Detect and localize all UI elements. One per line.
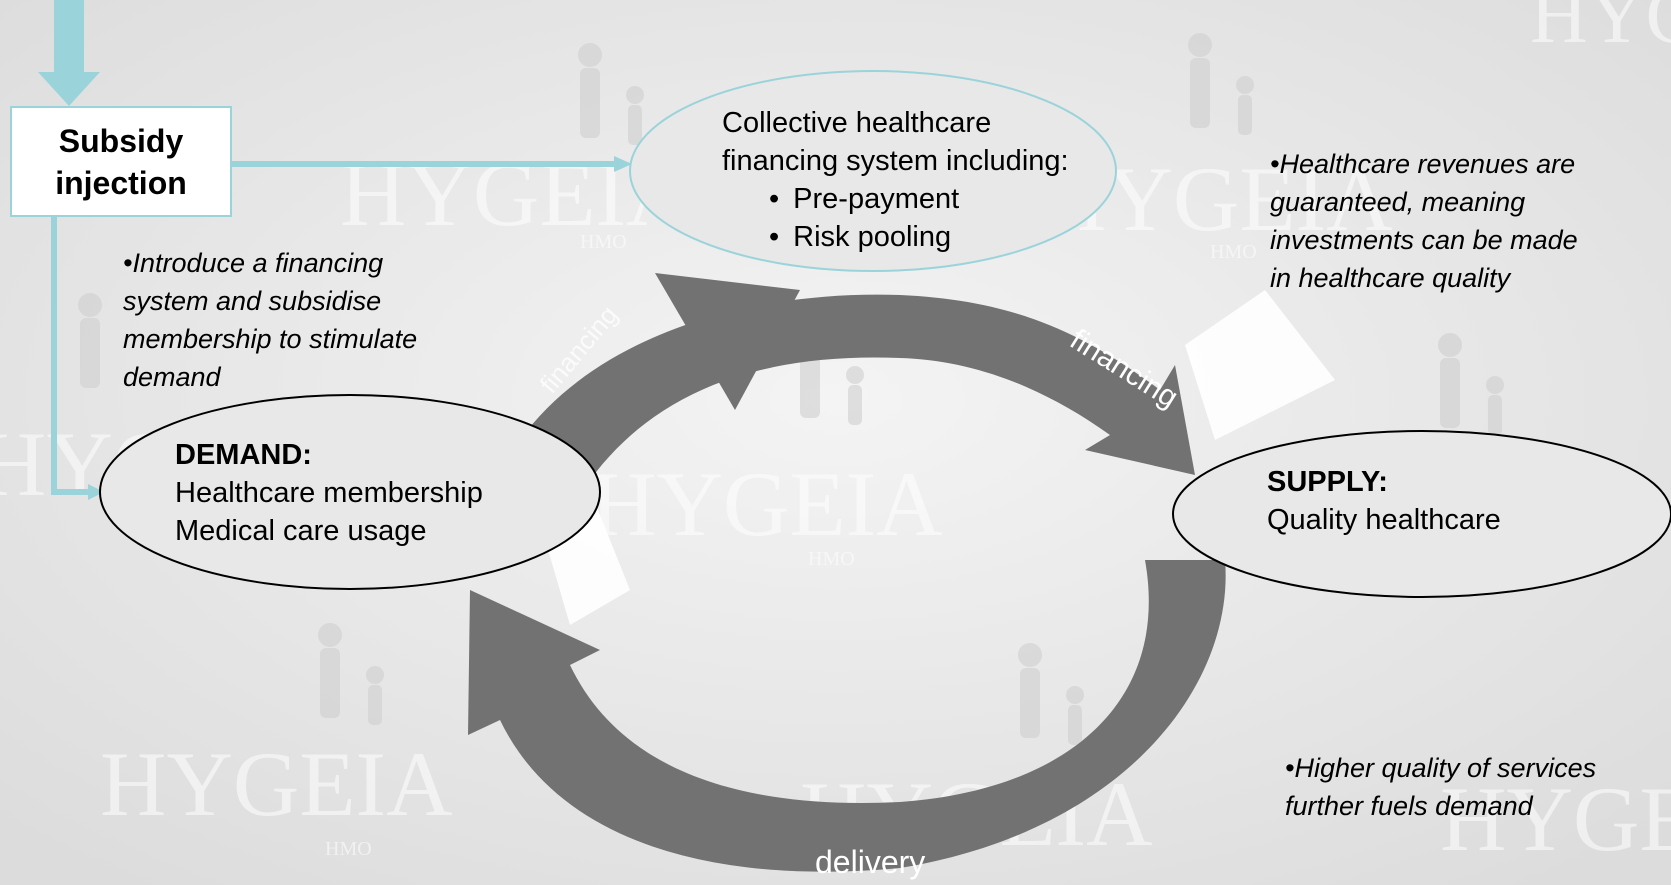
supply-line1: Quality healthcare [1267, 504, 1501, 536]
people-icon [1018, 643, 1084, 745]
note-line: demand [123, 362, 221, 392]
people-icon [318, 623, 384, 725]
subsidy-line1: Subsidy [58, 122, 184, 159]
people-watermark-icons [78, 33, 1504, 745]
watermark-subtext: HMO [1210, 241, 1257, 263]
watermark-text: HYGEIA [590, 453, 943, 555]
quality-note: •Higher quality of services further fuel… [1285, 749, 1596, 825]
note-line: •Healthcare revenues are [1270, 149, 1576, 179]
people-icon [78, 293, 102, 388]
note-line: in healthcare quality [1270, 263, 1511, 293]
subsidy-line2: injection [55, 164, 187, 201]
people-icon [1438, 333, 1504, 435]
cycle-arrows [468, 273, 1226, 872]
demand-line1: Healthcare membership [175, 477, 483, 509]
note-line: •Introduce a financing [123, 248, 384, 278]
demand-title: DEMAND: [175, 439, 312, 471]
watermark-subtext: HMO [325, 838, 372, 860]
financing-arrowhead-left [655, 273, 800, 410]
people-icon [1188, 33, 1254, 135]
note-line: membership to stimulate [123, 324, 418, 354]
delivery-arrow-body [468, 560, 1226, 872]
note-line: •Higher quality of services [1285, 753, 1597, 783]
demand-text: DEMAND: Healthcare membership Medical ca… [175, 436, 483, 550]
supply-title: SUPPLY: [1267, 466, 1388, 498]
note-line: system and subsidise [123, 286, 382, 316]
demand-ellipse [99, 394, 601, 590]
collective-line2: financing system including: [722, 145, 1069, 177]
subsidy-down-arrow [38, 0, 100, 106]
connector-line [51, 217, 90, 495]
introduce-note: •Introduce a financing system and subsid… [123, 244, 417, 396]
connector-arrowhead [88, 484, 104, 500]
watermark-subtext: HMO [580, 231, 627, 253]
collective-list: Pre-payment Risk pooling [722, 180, 1069, 256]
watermark-text: HYGEIA [1530, 0, 1671, 60]
connector-arrowhead [614, 156, 632, 172]
supply-ellipse [1172, 430, 1671, 598]
financing-arrow-body [520, 294, 1195, 480]
demand-line2: Medical care usage [175, 515, 427, 547]
note-line: further fuels demand [1285, 791, 1533, 821]
note-line: guaranteed, meaning [1270, 187, 1526, 217]
note-line: investments can be made [1270, 225, 1578, 255]
delivery-label: delivery [815, 844, 925, 880]
collective-line1: Collective healthcare [722, 107, 992, 139]
people-icon [578, 43, 644, 145]
subsidy-injection-box: Subsidy injection [10, 106, 232, 217]
collective-list-item: Risk pooling [769, 218, 1069, 256]
collective-list-item: Pre-payment [769, 180, 1069, 218]
watermark-text: HYGEIA [1440, 768, 1671, 870]
watermark-subtext: HMO [808, 548, 855, 570]
supply-text: SUPPLY: Quality healthcare [1267, 463, 1501, 539]
watermark-text: HYGEIA [100, 733, 453, 835]
subsidy-connectors [51, 161, 614, 495]
revenues-note: •Healthcare revenues are guaranteed, mea… [1270, 145, 1578, 297]
decor-shape [1185, 290, 1335, 440]
collective-financing-text: Collective healthcare financing system i… [722, 104, 1069, 256]
